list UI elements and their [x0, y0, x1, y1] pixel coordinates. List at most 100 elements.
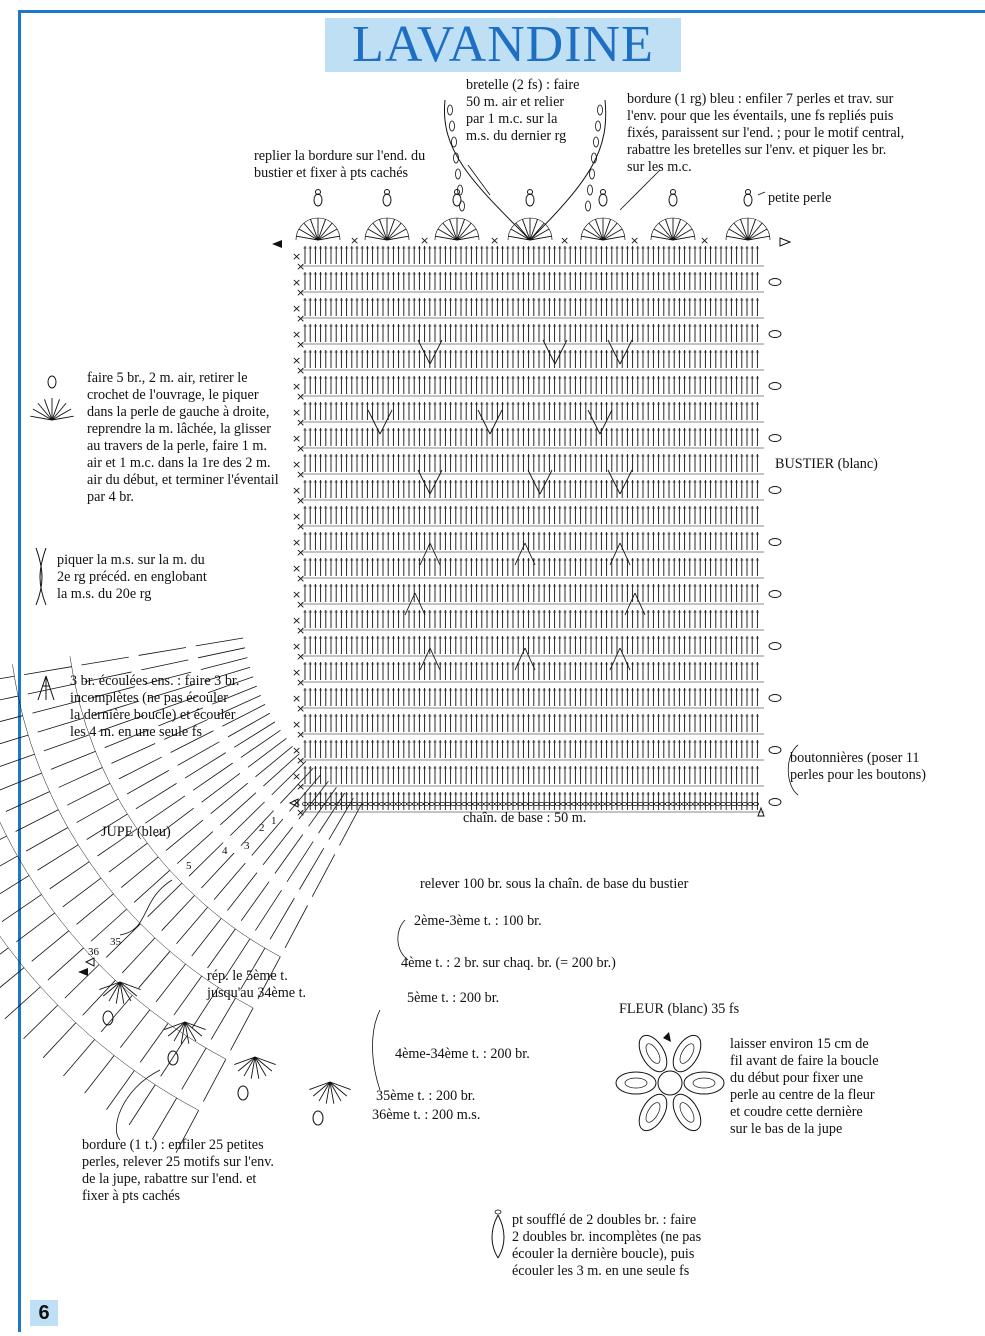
skirt-stitch — [138, 647, 187, 656]
skirt-stitch — [230, 801, 265, 836]
skirt-stitch — [108, 842, 148, 873]
skirt-stitch — [255, 889, 282, 931]
fan-stroke — [728, 228, 749, 241]
skirt-stitch — [240, 881, 270, 921]
label-bustier: BUSTIER (blanc) — [775, 456, 878, 472]
decrease-stroke — [489, 409, 503, 435]
fan-stroke — [672, 222, 688, 241]
label-round-36: 36ème t. : 200 m.s. — [372, 1107, 481, 1123]
skirt-stitch — [15, 809, 59, 832]
skirt-round-arc — [12, 664, 254, 1009]
strap-chain — [447, 104, 453, 116]
side-x-mark: × — [292, 744, 301, 757]
bead-loop — [454, 189, 460, 195]
side-x-mark: × — [292, 588, 301, 601]
skirt-stitch — [138, 951, 171, 989]
side-x-mark: × — [296, 598, 305, 611]
skirt-stitch — [158, 707, 204, 727]
strap-chain — [457, 184, 463, 196]
jupe-number-4: 4 — [222, 845, 228, 857]
side-x-mark: × — [292, 614, 301, 627]
skirt-stitch — [16, 912, 55, 943]
decrease-stroke — [379, 409, 393, 435]
chain-stitch — [692, 802, 699, 807]
skirt-stitch — [184, 752, 226, 779]
chain-stitch — [516, 802, 523, 807]
skirt-stitch — [111, 743, 156, 764]
skirt-stitch — [176, 906, 208, 944]
side-x-mark: × — [296, 286, 305, 299]
skirt-stitch — [284, 905, 308, 949]
fan-arc — [364, 217, 410, 241]
skirt-stitch — [97, 828, 138, 857]
end-arrow — [779, 237, 792, 247]
skirt-fan-stroke — [184, 1021, 206, 1030]
leader-line — [757, 191, 766, 196]
side-x-mark: × — [296, 494, 305, 507]
skirt-stitch — [339, 802, 363, 846]
skirt-stitch — [216, 695, 261, 716]
legend-fan-icon — [51, 399, 60, 421]
chain-stitch — [698, 802, 705, 807]
side-x-mark: × — [292, 770, 301, 783]
fan-stroke — [442, 222, 458, 241]
fan-stroke — [310, 219, 319, 241]
skirt-fan-stroke — [254, 1056, 273, 1072]
fan-stroke — [529, 228, 550, 241]
skirt-stitch — [170, 730, 214, 753]
skirt-fan-stroke — [309, 1081, 331, 1090]
chain-stitch — [670, 802, 677, 807]
increase-stroke — [514, 647, 526, 671]
decrease-stroke — [542, 339, 556, 365]
side-x-mark: × — [292, 432, 301, 445]
chain-stitch — [632, 802, 639, 807]
fan-stroke — [456, 219, 465, 241]
fan-stroke — [529, 235, 552, 241]
fan-arc — [507, 217, 553, 241]
flower-center — [657, 1070, 683, 1096]
fan-stroke — [588, 222, 604, 241]
skirt-stitch — [76, 798, 119, 823]
fan-stroke — [386, 228, 407, 241]
skirt-stitch — [176, 831, 214, 864]
skirt-stitch — [257, 956, 281, 1000]
skirt-stitch — [222, 704, 266, 727]
start-arrow — [272, 240, 282, 248]
side-x-mark: × — [292, 328, 301, 341]
chain-stitch — [577, 802, 584, 807]
skirt-stitch — [263, 753, 300, 787]
chain-stitch — [439, 802, 446, 807]
skirt-stitch — [126, 770, 170, 795]
chain-stitch — [637, 802, 644, 807]
skirt-stitch — [227, 712, 271, 738]
chain-stitch — [599, 802, 606, 807]
buttonhole-loop — [768, 330, 782, 338]
skirt-stitch — [240, 947, 266, 990]
jupe-number-36: 36 — [88, 946, 99, 958]
fan-stroke — [733, 222, 749, 241]
skirt-fan-stroke — [254, 1056, 260, 1079]
buttonhole-loop — [768, 382, 782, 390]
side-x-mark: × — [296, 312, 305, 325]
skirt-stitch — [192, 762, 233, 791]
buttonhole-loop — [768, 694, 782, 702]
chain-stitch — [444, 802, 451, 807]
legend-fan-icon — [44, 399, 53, 421]
strap-chain — [455, 168, 461, 180]
skirt-stitch — [201, 852, 235, 889]
buttonhole-loop — [768, 538, 782, 546]
side-x-mark: × — [296, 702, 305, 715]
leader-line — [467, 164, 491, 196]
increase-stroke — [419, 542, 431, 566]
skirt-stitch — [104, 729, 150, 748]
skirt-stitch — [240, 810, 274, 847]
label-jupe: JUPE (bleu) — [101, 824, 171, 840]
skirt-stitch — [191, 987, 219, 1028]
skirt-fan-stroke — [99, 981, 121, 990]
fan-arc — [580, 217, 626, 241]
side-x-mark: × — [296, 676, 305, 689]
fan-stroke — [740, 219, 749, 241]
chain-stitch — [417, 802, 424, 807]
fan-stroke — [726, 235, 749, 241]
